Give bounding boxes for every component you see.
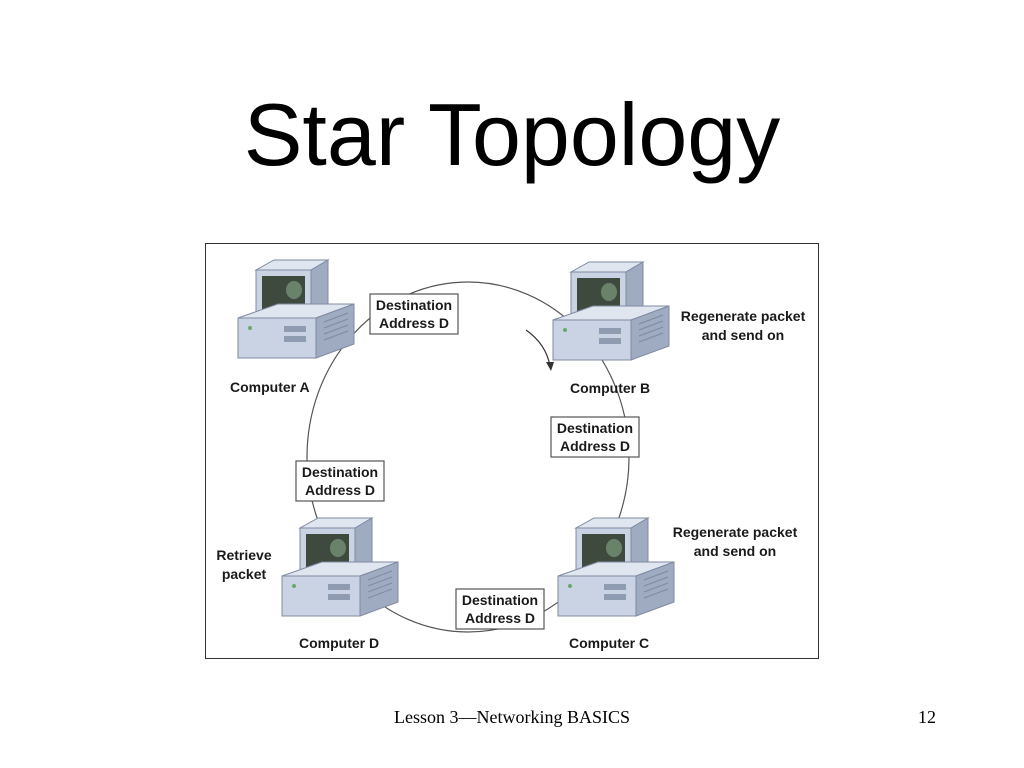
packet-box-cd: Destination Address D — [455, 588, 545, 630]
packet-box-ab-line2: Address D — [379, 315, 449, 331]
page-number: 12 — [918, 707, 936, 727]
packet-box-ad-line2: Address D — [305, 482, 375, 498]
packet-box-bc-line1: Destination — [557, 420, 633, 436]
footer-lesson-title: Lesson 3—Networking BASICS — [393, 707, 630, 727]
note-b-line2: and send on — [702, 327, 784, 343]
packet-box-bc: Destination Address D — [550, 416, 640, 458]
packet-box-ab: Destination Address D — [369, 293, 459, 335]
computer-a-label: Computer A — [230, 379, 310, 395]
packet-box-ad-line1: Destination — [302, 464, 378, 480]
computer-d: Computer D — [281, 517, 399, 651]
packet-box-cd-line2: Address D — [465, 610, 535, 626]
direction-arrow — [525, 329, 551, 367]
computer-b-icon — [552, 261, 670, 361]
computer-d-icon — [281, 517, 399, 617]
ring-network-diagram: Computer A Computer B Computer C Compute… — [205, 243, 819, 659]
computer-d-label: Computer D — [299, 635, 379, 651]
computer-c-icon — [557, 517, 675, 617]
packet-box-ad: Destination Address D — [295, 460, 385, 502]
note-computer-d: Retrieve packet — [216, 547, 271, 582]
note-c-line1: Regenerate packet — [673, 524, 798, 540]
note-d-line1: Retrieve — [216, 547, 271, 563]
note-b-line1: Regenerate packet — [681, 308, 806, 324]
packet-box-bc-line2: Address D — [560, 438, 630, 454]
direction-arrowhead — [546, 362, 554, 371]
note-computer-b: Regenerate packet and send on — [681, 308, 806, 343]
note-computer-c: Regenerate packet and send on — [673, 524, 798, 559]
note-d-line2: packet — [222, 566, 267, 582]
slide-title: Star Topology — [243, 85, 781, 184]
computer-a-icon — [237, 259, 355, 359]
computer-c: Computer C — [557, 517, 675, 651]
computer-b: Computer B — [552, 261, 670, 396]
note-c-line2: and send on — [694, 543, 776, 559]
computer-a: Computer A — [230, 259, 355, 395]
diagram-canvas: Computer A Computer B Computer C Compute… — [216, 259, 806, 651]
packet-box-cd-line1: Destination — [462, 592, 538, 608]
computer-b-label: Computer B — [570, 380, 650, 396]
computer-c-label: Computer C — [569, 635, 649, 651]
packet-box-ab-line1: Destination — [376, 297, 452, 313]
